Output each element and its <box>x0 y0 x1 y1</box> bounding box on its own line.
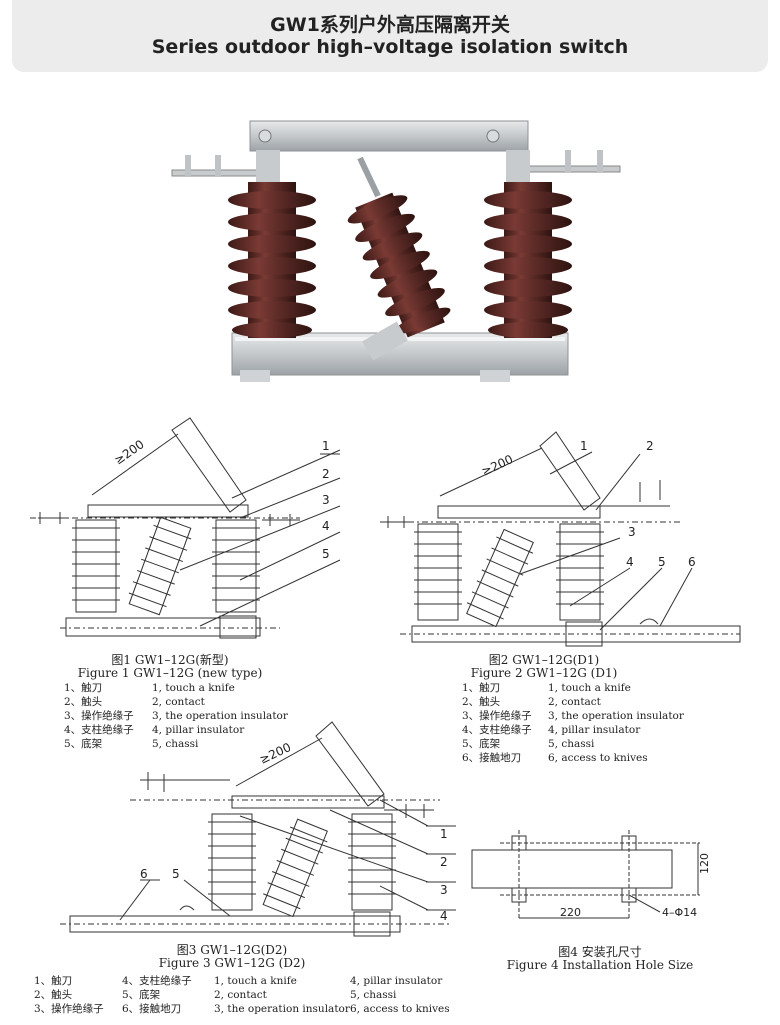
fig1-legend: 1、触刀 1, touch a knife 2、触头 2, contact 3、操作… <box>64 681 288 751</box>
legend-item: 3、操作绝缘子 <box>462 710 532 722</box>
fig1-callout-2: 2 <box>322 467 330 481</box>
legend-item: 6, access to knives <box>350 1003 450 1015</box>
legend-item: 1、触刀 <box>34 975 73 987</box>
header-banner: GW1系列户外高压隔离开关 Series outdoor high–voltag… <box>12 0 768 72</box>
fig3-callout-1: 1 <box>440 827 448 841</box>
fig3-legend-cn: 1、触刀 4、支柱绝缘子 2、触头 5、底架 3、操作绝缘子 6、接触地刀 <box>34 974 192 1016</box>
fig4-caption-en: Figure 4 Installation Hole Size <box>506 958 694 972</box>
legend-item: 5、底架 <box>64 738 103 750</box>
fig3-legend-en: 1, touch a knife 4, pillar insulator 2, c… <box>214 974 450 1016</box>
legend-item: 6, access to knives <box>548 752 648 764</box>
fig3-callout-6: 6 <box>140 867 148 881</box>
fig2-caption-en: Figure 2 GW1–12G (D1) <box>470 666 618 680</box>
title-en: Series outdoor high–voltage isolation sw… <box>151 36 629 58</box>
fig3-callout-3: 3 <box>440 883 448 897</box>
legend-item: 1, touch a knife <box>214 975 297 987</box>
legend-item: 6、接触地刀 <box>462 752 522 764</box>
legend-item: 3, the operation insulator <box>214 1003 350 1015</box>
legend-item: 1、触刀 <box>462 682 501 694</box>
legend-item: 4, pillar insulator <box>152 724 245 736</box>
legend-item: 5, chassi <box>548 738 595 750</box>
legend-item: 5、底架 <box>122 989 161 1001</box>
legend-item: 1, touch a knife <box>152 682 235 694</box>
legend-item: 3、操作绝缘子 <box>34 1003 104 1015</box>
fig2-callout-3: 3 <box>628 525 636 539</box>
legend-item: 4, pillar insulator <box>548 724 641 736</box>
fig2-callout-5: 5 <box>658 555 666 569</box>
fig1-callout-1: 1 <box>322 439 330 453</box>
legend-item: 5, chassi <box>152 738 199 750</box>
fig3-callout-2: 2 <box>440 855 448 869</box>
fig4-caption-cn: 图4 安装孔尺寸 <box>558 945 642 959</box>
fig4-dim-width: 220 <box>560 906 581 919</box>
fig2-caption: 图2 GW1–12G(D1) Figure 2 GW1–12G (D1) <box>444 654 644 680</box>
left-insulator <box>228 182 316 338</box>
fig3-caption-en: Figure 3 GW1–12G (D2) <box>158 956 306 970</box>
fig3-callout-4: 4 <box>440 909 448 923</box>
legend-item: 6、接触地刀 <box>122 1003 182 1015</box>
legend-item: 4、支柱绝缘子 <box>462 724 532 736</box>
fig4-caption: 图4 安装孔尺寸 Figure 4 Installation Hole Size <box>490 946 710 972</box>
legend-item: 3, the operation insulator <box>152 710 288 722</box>
legend-item: 1, touch a knife <box>548 682 631 694</box>
legend-item: 5、底架 <box>462 738 501 750</box>
fig1-caption-en: Figure 1 GW1–12G (new type) <box>77 666 263 680</box>
fig4-dim-height: 120 <box>698 853 711 874</box>
fig1-caption: 图1 GW1–12G(新型) Figure 1 GW1–12G (new typ… <box>60 654 280 680</box>
legend-item: 2、触头 <box>34 989 73 1001</box>
fig2-caption-cn: 图2 GW1–12G(D1) <box>488 653 600 667</box>
fig2-dim-label: ≥200 <box>479 452 515 479</box>
legend-item: 2、触头 <box>462 696 501 708</box>
fig2-legend: 1、触刀 1, touch a knife 2、触头 2, contact 3、操作… <box>462 681 684 765</box>
fig2-callout-4: 4 <box>626 555 634 569</box>
legend-item: 3、操作绝缘子 <box>64 710 134 722</box>
fig4-hole-spec: 4–Φ14 <box>662 906 697 919</box>
fig3-callout-5: 5 <box>172 867 180 881</box>
fig2-callout-1: 1 <box>580 439 588 453</box>
fig2-callout-2: 2 <box>646 439 654 453</box>
operation-insulator <box>347 192 451 338</box>
legend-item: 4、支柱绝缘子 <box>64 724 134 736</box>
legend-item: 4、支柱绝缘子 <box>122 975 192 987</box>
fig1-callout-4: 4 <box>322 519 330 533</box>
fig3-caption: 图3 GW1–12G(D2) Figure 3 GW1–12G (D2) <box>142 944 322 970</box>
fig3-caption-cn: 图3 GW1–12G(D2) <box>176 943 288 957</box>
legend-item: 5, chassi <box>350 989 397 1001</box>
title-cn: GW1系列户外高压隔离开关 <box>270 14 510 36</box>
legend-item: 2, contact <box>548 696 601 708</box>
fig1-callout-3: 3 <box>322 493 330 507</box>
right-insulator <box>484 182 572 338</box>
legend-item: 2、触头 <box>64 696 103 708</box>
fig1-dim-label: ≥200 <box>112 437 147 467</box>
product-photo <box>171 120 621 382</box>
fig1-caption-cn: 图1 GW1–12G(新型) <box>111 653 229 667</box>
fig2-callout-6: 6 <box>688 555 696 569</box>
legend-item: 2, contact <box>152 696 205 708</box>
legend-item: 3, the operation insulator <box>548 710 684 722</box>
legend-item: 4, pillar insulator <box>350 975 443 987</box>
fig1-callout-5: 5 <box>322 547 330 561</box>
legend-item: 1、触刀 <box>64 682 103 694</box>
legend-item: 2, contact <box>214 989 267 1001</box>
